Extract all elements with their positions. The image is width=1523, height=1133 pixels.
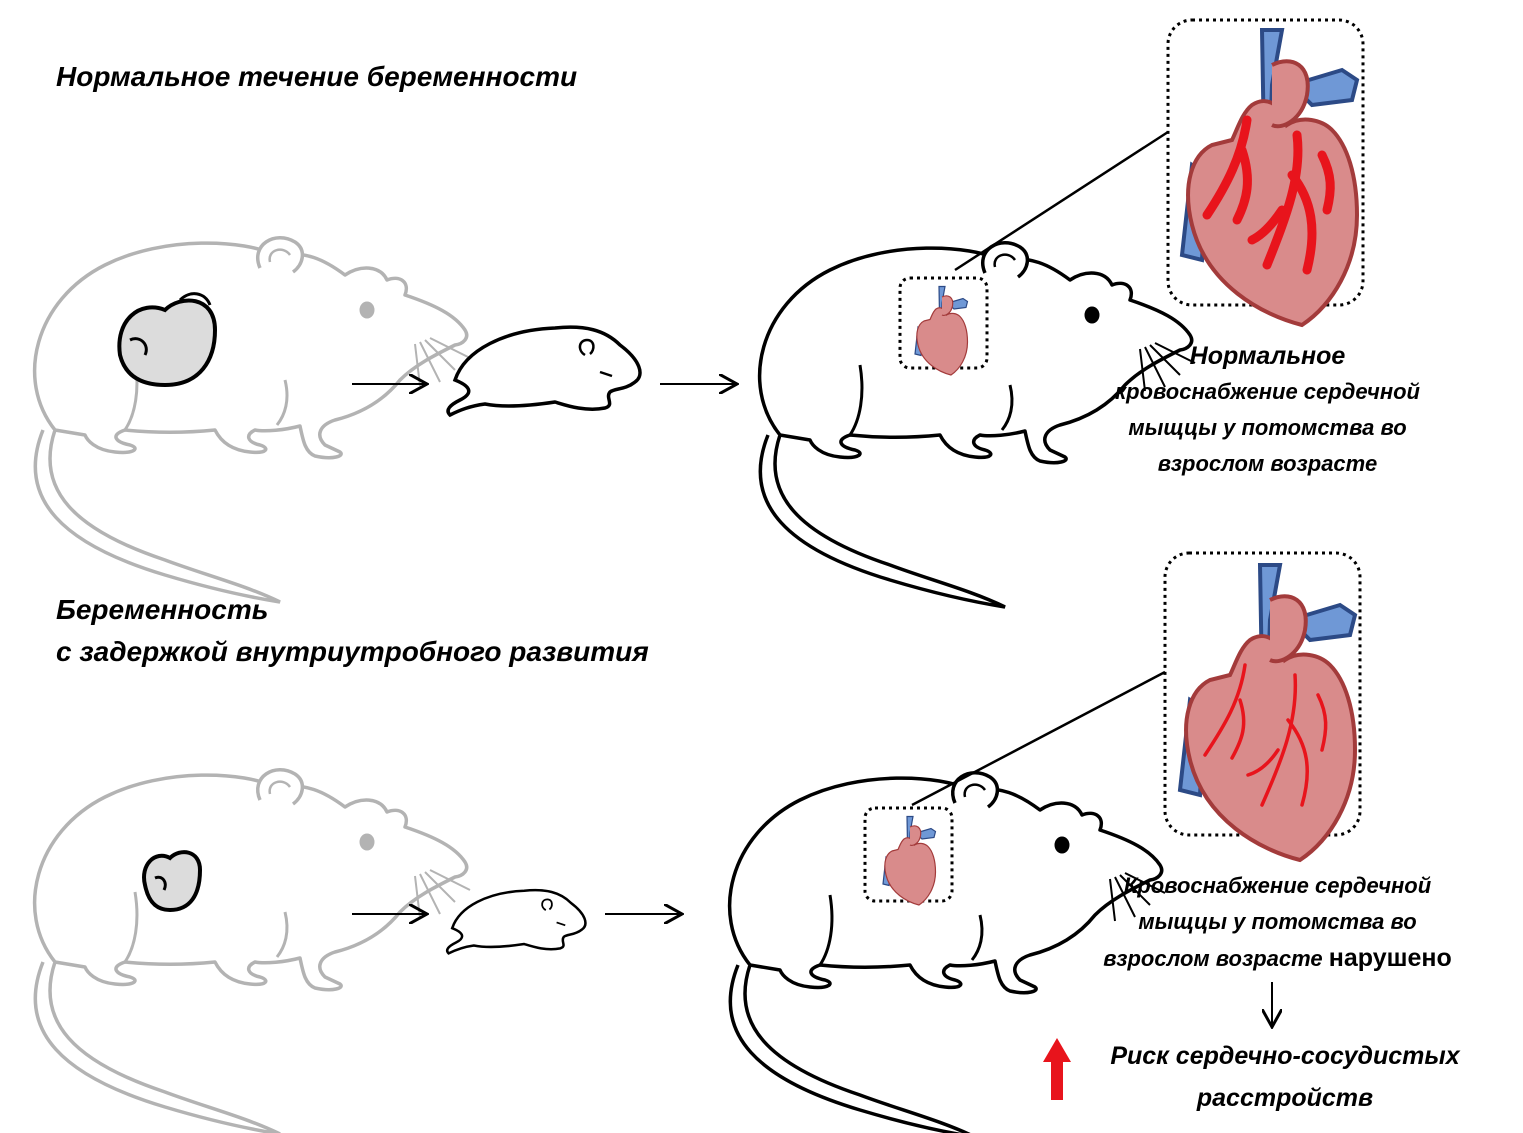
risk-label: Риск сердечно-сосудистых расстройств xyxy=(1080,1035,1490,1119)
risk-line-2: расстройств xyxy=(1196,1084,1374,1112)
large-heart-normal-icon xyxy=(1180,28,1359,327)
zoom-line-iugr xyxy=(911,670,1166,807)
fetus-normal-icon xyxy=(117,292,218,388)
iugr-pregnancy-title: Беременность с задержкой внутриутробного… xyxy=(56,589,649,673)
iugr-caption: Кровоснабжение сердечной мыщцы у потомст… xyxy=(1070,868,1485,977)
normal-caption-line-3: мыщцы у потомства во xyxy=(1128,415,1407,440)
normal-pregnancy-title: Нормальное течение беременности xyxy=(56,61,578,92)
large-heart-iugr-icon xyxy=(1178,563,1357,862)
risk-line-1: Риск сердечно-сосудистых xyxy=(1110,1042,1460,1070)
pup-iugr-icon xyxy=(445,888,587,955)
iugr-caption-line-2: мыщцы у потомства во xyxy=(1138,909,1417,934)
normal-caption-line-4: взрослом возрасте xyxy=(1157,451,1378,476)
iugr-title-line-1: Беременность xyxy=(56,594,269,625)
iugr-caption-line-3-text: взрослом возрасте xyxy=(1103,946,1323,971)
mother-rat-iugr-icon xyxy=(32,768,472,1133)
iugr-caption-line-3: взрослом возрасте нарушено xyxy=(1070,940,1485,977)
up-arrow-icon xyxy=(1043,1038,1071,1100)
zoom-line-normal xyxy=(954,130,1169,272)
normal-caption-line-2: кровоснабжение сердечной xyxy=(1115,379,1420,404)
fetus-iugr-icon xyxy=(142,850,203,913)
iugr-title-line-2: с задержкой внутриутробного развития xyxy=(56,636,649,667)
iugr-caption-line-1: Кровоснабжение сердечной xyxy=(1123,873,1432,898)
normal-caption: Нормальное кровоснабжение сердечной мыщц… xyxy=(1085,338,1450,482)
pup-normal-icon xyxy=(446,325,642,417)
iugr-caption-emphasis: нарушено xyxy=(1328,944,1452,972)
normal-caption-line-1: Нормальное xyxy=(1189,342,1346,370)
mother-rat-normal-icon xyxy=(32,236,472,604)
